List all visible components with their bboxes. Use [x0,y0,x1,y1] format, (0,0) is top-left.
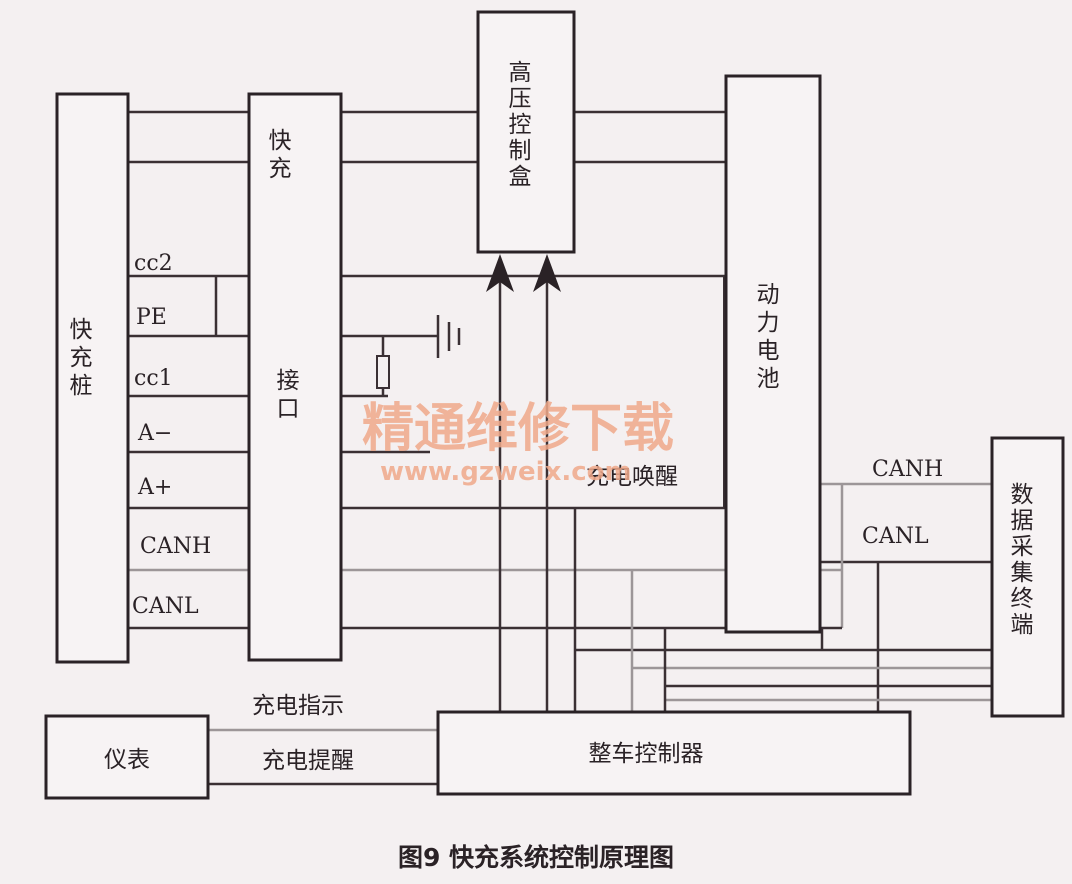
watermark-title: 精通维修下载 [362,399,674,459]
charge-remind-label: 充电提醒 [262,748,354,774]
fast-charge-port-box [247,92,343,662]
instrument-box [44,714,210,800]
ground-icon [436,315,461,358]
power-battery-box [724,74,822,634]
hv-control-box-label: 高压控制盒 [509,60,532,190]
pin-canl-label: CANL [132,594,199,619]
hv-control-box [476,10,576,254]
pin-a-minus-label: A− [137,421,172,446]
wires [128,110,992,786]
power-battery-label: 动力电池 [757,282,780,392]
instrument-label: 仪表 [104,747,150,773]
pin-a-plus-label: A+ [137,475,172,500]
pin-pe-label: PE [136,305,167,330]
fast-charger-label: 快充桩 [70,317,93,399]
pin-cc2-label: cc2 [134,251,173,276]
fast-charger-box [55,92,130,664]
canl-right-label: CANL [862,524,929,549]
arrow-up-icon [486,254,514,292]
fast-charge-port-label-bottom: 接口 [277,368,300,422]
charge-wakeup-label: 充电唤醒 [586,464,678,490]
vcu-box [436,710,912,796]
charge-indicate-label: 充电指示 [252,693,344,719]
vcu-label: 整车控制器 [589,741,704,767]
figure-caption: 图9 快充系统控制原理图 [398,843,674,872]
data-terminal-label: 数据采集终端 [1011,482,1034,638]
blocks [44,10,1065,800]
data-terminal-box [990,436,1065,718]
pin-cc1-label: cc1 [134,366,173,391]
canh-right-label: CANH [872,457,943,482]
pin-canh-label: CANH [140,534,211,559]
arrow-up-icon [533,254,561,292]
watermark-url: www.gzweix.com [380,457,632,487]
resistor-icon [376,355,390,389]
fast-charge-port-label-top: 快充 [269,128,292,182]
